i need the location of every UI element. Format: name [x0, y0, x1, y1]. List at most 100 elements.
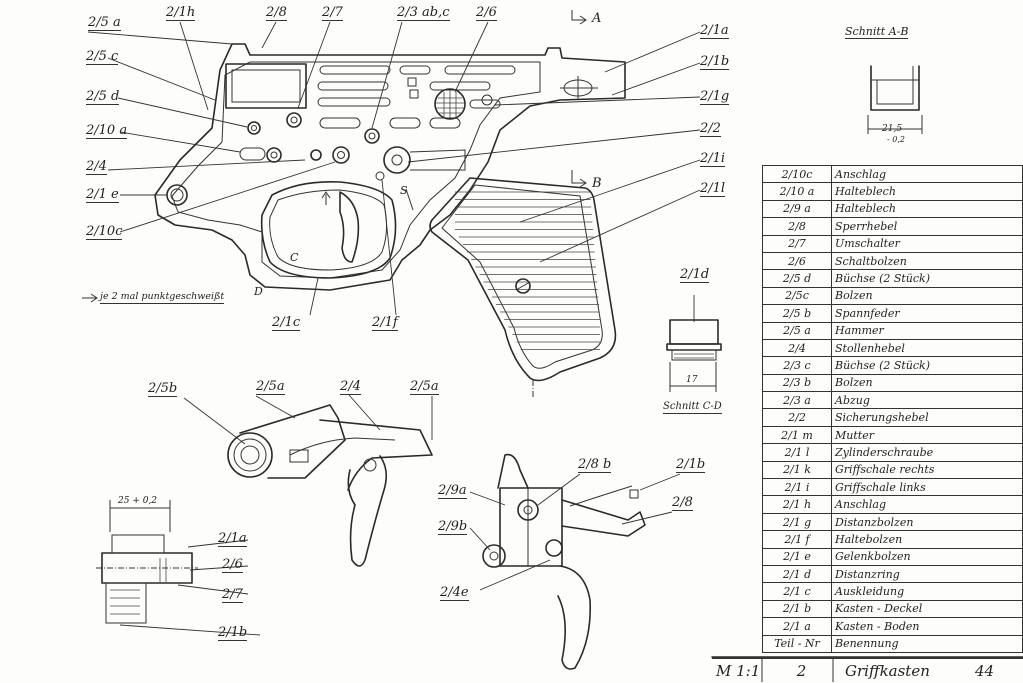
trigger-group [469, 453, 681, 670]
part-number: 2/7 [762, 234, 832, 253]
callout-2-1h: 2/1h [166, 5, 196, 21]
part-number: 2/4 [762, 338, 832, 358]
part-number: 2/2 [762, 408, 832, 427]
section-a-marker: A [592, 11, 602, 26]
part-name: Auskleidung [831, 582, 1023, 601]
lower-left-dim: 25 + 0,2 [118, 496, 158, 506]
part-name: Spannfeder [831, 304, 1023, 323]
section-ab [867, 65, 923, 134]
section-cd-dim: 17 [686, 375, 698, 385]
title-name: Griffkasten [845, 662, 930, 680]
part-name: Gelenkbolzen [831, 547, 1023, 566]
label-2-5a-second: 2/5a [410, 379, 439, 395]
grip-panel [429, 177, 617, 398]
part-name: Mutter [831, 425, 1023, 445]
safety-s-mark: S [400, 184, 408, 197]
section-d-marker: D [254, 285, 263, 298]
part-number: 2/1 k [762, 460, 832, 480]
part-name: Distanzring [831, 564, 1023, 584]
lower-left-2-1a: 2/1a [218, 531, 247, 547]
part-number: 2/1 e [762, 547, 832, 566]
callout-2-8: 2/8 [266, 5, 287, 21]
label-2-5b: 2/5b [148, 381, 178, 397]
weld-note: je 2 mal punktgeschweißt [100, 291, 225, 304]
part-number: 2/3 c [762, 356, 832, 375]
part-name: Hammer [831, 321, 1023, 340]
part-number: 2/3 a [762, 391, 832, 410]
hammer-group [183, 394, 433, 567]
callout-2-5a: 2/5 a [88, 15, 121, 31]
part-number: 2/5 a [762, 321, 832, 340]
part-name: Sperrhebel [831, 217, 1023, 236]
part-number: 2/8 [762, 217, 832, 236]
part-name: Kasten - Boden [831, 617, 1023, 636]
trigger-2-8: 2/8 [672, 495, 693, 511]
part-name: Umschalter [831, 234, 1023, 253]
section-cd-title: Schnitt C-D [663, 401, 722, 414]
callout-2-5c: 2/5 c [86, 49, 119, 65]
callout-2-1i: 2/1i [700, 151, 726, 167]
part-name: Sicherungshebel [831, 408, 1023, 427]
callout-2-1a: 2/1a [700, 23, 729, 39]
part-name: Abzug [831, 391, 1023, 410]
part-number: 2/1 h [762, 495, 832, 514]
callout-2-6: 2/6 [476, 5, 497, 21]
part-number: 2/1 a [762, 617, 832, 636]
title-group-no: 2 [796, 662, 807, 680]
callout-2-2: 2/2 [700, 121, 721, 137]
callout-2-1e: 2/1 e [86, 187, 119, 203]
label-2-4: 2/4 [340, 379, 361, 395]
grip-housing-outline [154, 10, 626, 291]
part-number: 2/5 b [762, 304, 832, 323]
trigger-2-4e: 2/4e [440, 585, 469, 601]
callout-2-4: 2/4 [86, 159, 107, 175]
callout-2-10a: 2/10 a [86, 123, 128, 139]
part-name: Schaltbolzen [831, 251, 1023, 271]
section-ab-title: Schnitt A-B [845, 25, 909, 39]
title-sheet: 44 [975, 662, 995, 680]
part-name: Distanzbolzen [831, 512, 1023, 532]
part-number: 2/1 f [762, 530, 832, 549]
part-number: 2/5 d [762, 269, 832, 288]
part-number: 2/3 b [762, 373, 832, 393]
section-b-marker: B [592, 176, 602, 191]
part-number: 2/5c [762, 286, 832, 306]
callout-2-1f: 2/1f [372, 315, 398, 331]
section-c-marker: C [290, 251, 299, 264]
section-ab-tol: - 0,2 [887, 135, 905, 144]
part-name: Bolzen [831, 373, 1023, 393]
part-name: Griffschale rechts [831, 460, 1023, 480]
part-number: 2/10c [762, 164, 832, 184]
part-number: 2/1 i [762, 478, 832, 497]
label-2-5a: 2/5a [256, 379, 285, 395]
part-name: Büchse (2 Stück) [831, 269, 1023, 288]
trigger-2-8b: 2/8 b [578, 457, 612, 473]
callout-2-1l: 2/1l [700, 181, 726, 197]
part-name: Bolzen [831, 286, 1023, 306]
